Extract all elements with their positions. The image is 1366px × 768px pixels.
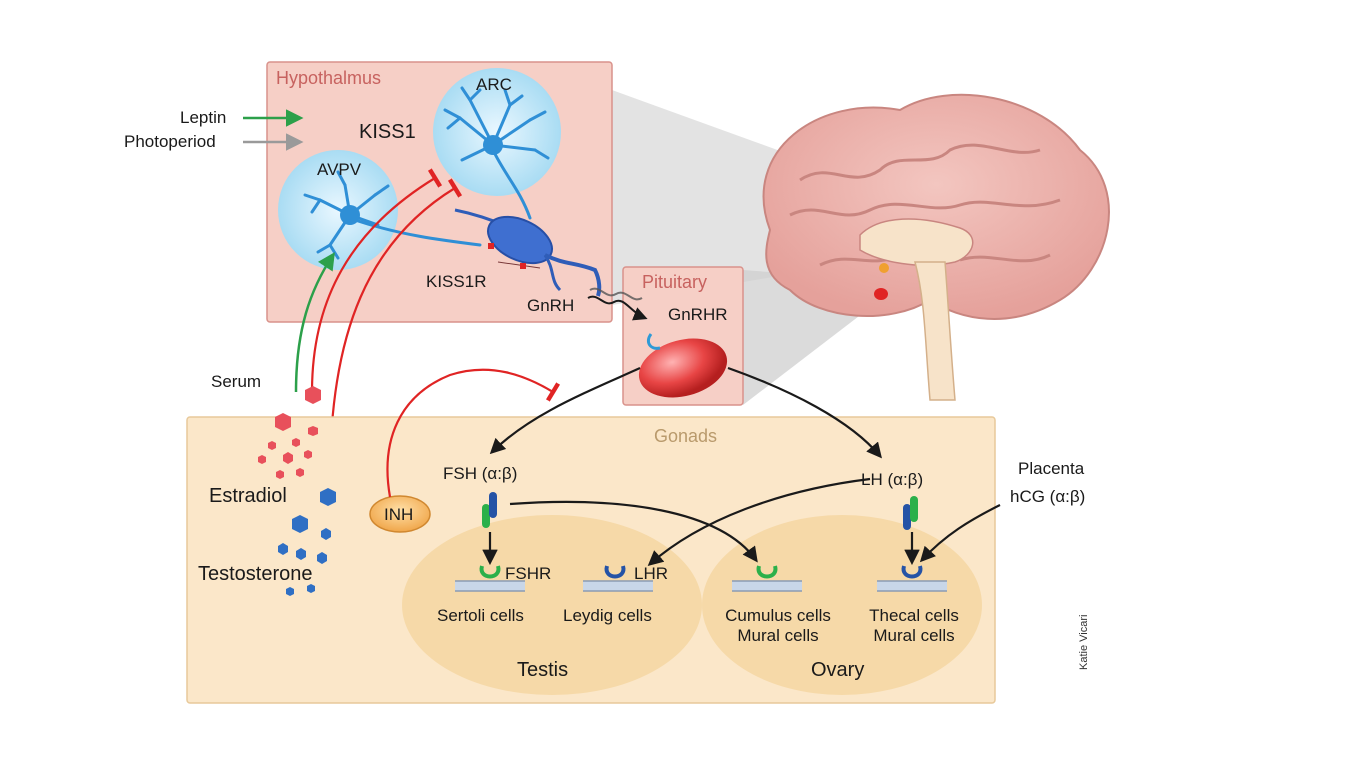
leydig-membrane (583, 565, 653, 592)
fshr-label: FSHR (505, 564, 552, 583)
kiss1-label: KISS1 (359, 121, 416, 143)
photoperiod-label: Photoperiod (124, 132, 216, 151)
avpv-kiss1-neuron (303, 170, 482, 260)
ovary-label: Ovary (811, 659, 865, 681)
thecal-membrane (877, 565, 947, 592)
cumulus-mural-cells-text: Mural cells (737, 626, 819, 645)
gnrh-label: GnRH (527, 296, 575, 315)
estradiol-label: Estradiol (209, 485, 287, 507)
avpv-label: AVPV (317, 160, 362, 179)
cumulus-membrane (732, 565, 802, 592)
gonads-title: Gonads (654, 426, 718, 446)
hcg-to-thecal-arrow (919, 504, 1001, 563)
testis-label: Testis (517, 659, 569, 681)
illustrator-credit: Katie Vicari (1078, 614, 1090, 670)
hcg-label: hCG (α:β) (1010, 487, 1086, 506)
placenta-label: Placenta (1018, 459, 1085, 478)
inhibin-inhibitory-line (386, 368, 560, 498)
thecal-cells-label: Thecal cells Mural cells (856, 606, 972, 646)
inhibin-label: INH (384, 505, 414, 524)
gnrh-neuron (454, 208, 602, 297)
fsh-release-arrow (489, 366, 641, 455)
testis-ellipse (402, 515, 702, 695)
arc-kiss1-neuron (443, 86, 550, 220)
pituitary-gland (638, 338, 728, 398)
thecal-cells-text: Thecal cells (869, 606, 959, 625)
cumulus-cells-text: Cumulus cells (725, 606, 831, 625)
estradiol-molecules (258, 386, 321, 479)
testosterone-label: Testosterone (198, 563, 313, 585)
lh-to-leydig-arrow (647, 477, 871, 567)
fsh-label: FSH (α:β) (443, 464, 518, 483)
fsh-to-cumulus-arrow (509, 500, 758, 563)
estradiol-inhibitory-line (310, 168, 443, 393)
pituitary-in-brain (874, 288, 888, 300)
inhibin-ellipse (369, 495, 431, 533)
testosterone-molecules (278, 488, 336, 596)
lh-ligand (903, 496, 918, 530)
arc-label: ARC (476, 75, 512, 94)
thecal-mural-cells-text: Mural cells (873, 626, 955, 645)
pituitary-title: Pituitary (642, 272, 708, 292)
leydig-cells-label: Leydig cells (563, 606, 652, 625)
lhr-label: LHR (634, 564, 669, 583)
lh-label: LH (α:β) (861, 470, 924, 489)
hypothalamus-title: Hypothalmus (276, 68, 382, 88)
kiss1r-label: KISS1R (426, 272, 487, 291)
leptin-label: Leptin (180, 108, 227, 127)
sertoli-cells-label: Sertoli cells (437, 606, 524, 625)
cumulus-cells-label: Cumulus cells Mural cells (712, 606, 844, 646)
gnrhr-label: GnRHR (668, 305, 728, 324)
brain-illustration (762, 93, 1110, 401)
serum-label: Serum (211, 372, 262, 391)
gnrh-secretion-arrow (589, 287, 643, 301)
estradiol-stimulatory-arrow (294, 252, 335, 393)
gnrhr-receptor (646, 333, 661, 350)
fsh-ligand (482, 492, 497, 528)
sertoli-membrane (455, 565, 525, 592)
lh-release-arrow (727, 366, 882, 459)
